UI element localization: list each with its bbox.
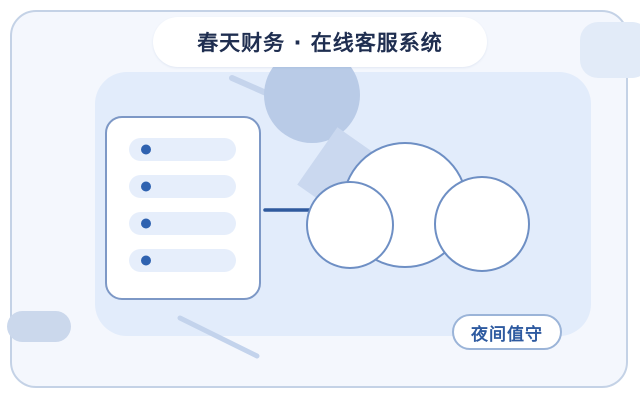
title-pill: 春天财务 · 在线客服系统 (153, 17, 487, 67)
status-badge: 夜间值守 (452, 314, 562, 350)
chat-list-row (129, 175, 236, 198)
decor-circle (264, 47, 360, 143)
bullet-dot-icon (141, 255, 151, 266)
page-title: 春天财务 · 在线客服系统 (197, 31, 443, 55)
chat-list-rows (129, 138, 236, 272)
cloud-bubble-left (306, 181, 394, 269)
corner-blob-right (580, 22, 640, 78)
status-badge-label: 夜间值守 (471, 324, 543, 345)
cloud-bubble-right (434, 176, 530, 272)
bullet-dot-icon (141, 181, 151, 192)
decor-stroke-bottom (177, 315, 260, 359)
corner-blob-left (7, 311, 71, 342)
chat-list-row (129, 212, 236, 235)
chat-list-row (129, 138, 236, 161)
bullet-dot-icon (141, 218, 151, 229)
bullet-dot-icon (141, 144, 151, 155)
chat-list-row (129, 249, 236, 272)
